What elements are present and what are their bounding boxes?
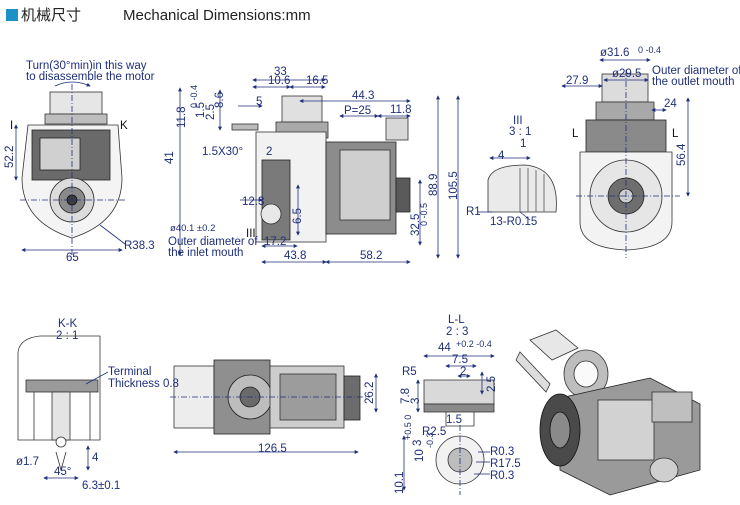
ll-dim-r5: R5 [402,366,417,378]
side-dim-11-8-left: 11.8 [176,106,188,128]
ll-tol-44: +0.2 -0.4 [456,339,492,349]
detail-iii-scale: 3 : 1 [509,126,532,138]
side-dim-5: 5 [256,96,263,108]
kk-dim-dia: ø1.7 [16,456,40,468]
side-mark-iii: III [246,228,256,240]
right-dim-27-9: 27.9 [566,75,589,87]
kk-dim-4: 4 [92,452,99,464]
right-dim-24: 24 [664,98,677,110]
right-view-pump [576,70,680,258]
ll-scale: 2 : 3 [446,326,469,338]
ll-dim-r0-3a: R0.3 [490,446,515,458]
side-dim-pitch: P=25 [344,105,372,117]
ll-dim-1-5: 1.5 [446,414,462,426]
ll-dim-3: 3 [410,397,422,404]
ll-dim-r0-3b: R0.3 [490,470,515,482]
title-en: Mechanical Dimensions:mm [123,7,311,24]
detail-iii-dim-4: 4 [498,150,505,162]
kk-title: K-K [58,318,78,330]
ll-dim-r17-5: R17.5 [490,458,521,470]
side-dim-58-2: 58.2 [360,250,383,262]
side-dim-88-9: 88.9 [428,173,440,196]
ll-dim-44: 44 [438,342,451,354]
inlet-label-2: the inlet mouth [168,247,244,259]
right-mark-l-right: L [672,128,679,140]
ll-dim-3b: 3 [412,439,424,446]
bottom-dim-26-2: 26.2 [364,381,376,404]
side-dim-43-8: 43.8 [284,250,307,262]
side-view-pump [231,95,411,243]
side-dim-44-3: 44.3 [352,90,375,102]
right-dim-29-5: ø29.5 [612,68,642,80]
right-mark-l-left: L [572,128,579,140]
ll-dim-2-5: 2.5 [486,376,498,392]
front-dim-width: 65 [66,252,79,264]
side-dim-chamfer: 1.5X30° [202,146,244,158]
detail-iii-shape [487,164,557,213]
right-dim-outlet: ø31.6 [600,47,630,59]
section-kk-shape [17,335,101,472]
ll-dim-r2-5: R2.5 [422,426,447,438]
ll-tol-3: +0.5 0 [403,414,413,440]
side-dim-16-5: 16.5 [306,75,329,87]
detail-iii-r1: R1 [466,206,481,218]
side-dim-2: 2 [266,146,273,158]
turn-arrow [54,81,91,87]
side-dim-8-6: 8.6 [214,92,226,108]
front-mark-i: I [10,120,14,132]
bottom-dim-126-5: 126.5 [258,443,287,455]
ll-tol-10: -0.3 [425,432,435,448]
iso-view-pump [515,329,701,496]
ll-dim-10: 10 [414,449,426,462]
kk-dim-width: 6.3±0.1 [82,480,121,492]
side-dim-11-8-top: 11.8 [390,104,412,116]
side-dim-inlet: ø40.1 ±0.2 [170,223,216,234]
front-mark-k: K [120,120,128,132]
side-dim-105-5: 105.5 [448,171,460,200]
side-dim-17-2: 17.2 [264,236,287,248]
side-tol-32-5: 0 -0.5 [419,202,429,226]
detail-iii-r015: 13-R0.15 [490,216,538,228]
side-dim-33: 33 [274,66,287,78]
front-note-line1: Turn(30°min)in this way [26,60,147,72]
front-dim-height: 52.2 [4,145,16,168]
front-view-pump [20,84,125,255]
ll-dim-7-5: 7.5 [452,354,468,366]
section-ll-shape [423,379,495,495]
kk-scale: 2 : 1 [56,330,79,342]
ll-dim-10-1: 10.1 [394,471,406,494]
outlet-label-2: the outlet mouth [652,76,735,88]
title-cn: 机械尺寸 [21,7,82,24]
right-tol-outlet: 0 -0.4 [638,45,662,55]
detail-iii-dim-1: 1 [520,138,527,150]
kk-terminal-1: Terminal [108,366,152,378]
header-marker [6,9,18,21]
side-dim-6-5: 6.5 [292,208,304,224]
ll-dim-2: 2 [460,366,467,378]
detail-iii-title: III [513,115,523,127]
side-dim-12-3: 12.3 [242,196,265,208]
page-header: 机械尺寸 Mechanical Dimensions:mm [6,4,311,25]
outlet-label-1: Outer diameter of [652,65,740,77]
front-note-line2: to disassemble the motor [26,71,155,83]
kk-dim-angle: 45° [54,466,72,478]
inlet-label-1: Outer diameter of [168,236,258,248]
bottom-view-pump [170,359,370,435]
side-dim-41: 41 [164,151,176,164]
kk-terminal-2: Thickness 0.8 [108,378,179,390]
front-dim-radius: R38.3 [124,240,155,252]
side-dim-10-6: 10.6 [268,75,291,87]
right-dim-56-4: 56.4 [676,143,688,166]
dim-r38-line [99,224,126,245]
ll-title: L-L [448,314,465,326]
